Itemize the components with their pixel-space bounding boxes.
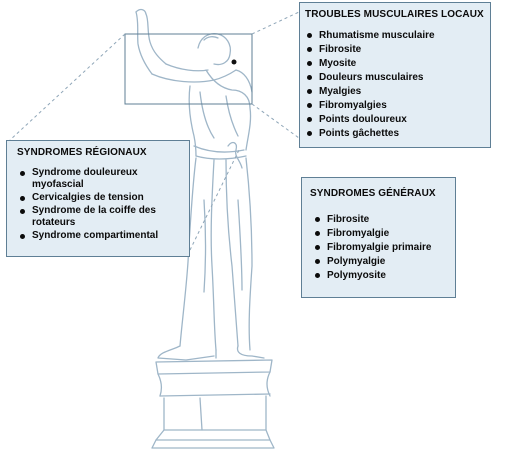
list-item: Fibrosite bbox=[314, 213, 431, 227]
regional-syndromes-list: Syndrome douleureux myofascial Cervicalg… bbox=[19, 167, 189, 243]
focus-point bbox=[231, 59, 237, 65]
list-item: Polymyalgie bbox=[314, 255, 431, 269]
regional-syndromes-title: SYNDROMES RÉGIONAUX bbox=[17, 147, 147, 158]
list-item: Myalgies bbox=[306, 85, 435, 99]
list-item: Cervicalgies de tension bbox=[19, 192, 189, 204]
local-disorders-list: Rhumatisme musculaire Fibrosite Myosite … bbox=[306, 29, 435, 141]
local-disorders-box: TROUBLES MUSCULAIRES LOCAUX Rhumatisme m… bbox=[299, 2, 491, 148]
list-item: Syndrome douleureux myofascial bbox=[19, 167, 189, 191]
connector-lines bbox=[9, 11, 300, 251]
list-item: Douleurs musculaires bbox=[306, 71, 435, 85]
list-item: Syndrome de la coiffe des rotateurs bbox=[19, 205, 189, 229]
list-item: Points gâchettes bbox=[306, 127, 435, 141]
list-item: Fibromyalgie primaire bbox=[314, 241, 431, 255]
regional-syndromes-box: SYNDROMES RÉGIONAUX Syndrome douleureux … bbox=[6, 140, 190, 257]
list-item: Polymyosite bbox=[314, 269, 431, 283]
list-item: Myosite bbox=[306, 57, 435, 71]
list-item: Fibrosite bbox=[306, 43, 435, 57]
list-item: Fibromyalgies bbox=[306, 99, 435, 113]
local-disorders-title: TROUBLES MUSCULAIRES LOCAUX bbox=[305, 9, 484, 20]
focus-rectangle bbox=[124, 33, 253, 105]
list-item: Rhumatisme musculaire bbox=[306, 29, 435, 43]
general-syndromes-title: SYNDROMES GÉNÉRAUX bbox=[310, 188, 436, 199]
statue-sketch bbox=[135, 8, 275, 449]
general-syndromes-list: Fibrosite Fibromyalgie Fibromyalgie prim… bbox=[314, 213, 431, 283]
list-item: Syndrome compartimental bbox=[19, 230, 189, 242]
list-item: Points douloureux bbox=[306, 113, 435, 127]
list-item: Fibromyalgie bbox=[314, 227, 431, 241]
general-syndromes-box: SYNDROMES GÉNÉRAUX Fibrosite Fibromyalgi… bbox=[301, 177, 456, 298]
